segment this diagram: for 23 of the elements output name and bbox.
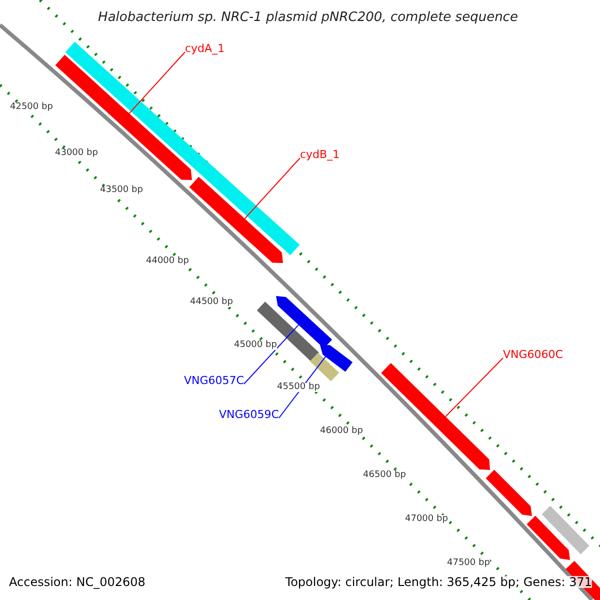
leader-line bbox=[278, 356, 326, 418]
tick-label: 43000 bp bbox=[55, 149, 98, 158]
gene-label: VNG6057C bbox=[184, 375, 244, 386]
gene-label: cydA_1 bbox=[185, 43, 225, 54]
leader-line bbox=[128, 52, 186, 114]
tick-label: 44500 bp bbox=[190, 298, 233, 307]
gene-bar bbox=[320, 345, 353, 372]
gene-label: VNG6060C bbox=[503, 349, 563, 360]
map-title: Halobacterium sp. NRC-1 plasmid pNRC200, complete sequence bbox=[97, 11, 519, 24]
tick-label: 46500 bp bbox=[363, 471, 406, 480]
accession-text: Accession: NC_002608 bbox=[9, 576, 146, 588]
tick-label: 47500 bp bbox=[447, 559, 490, 568]
leader-line bbox=[244, 158, 300, 220]
tick-label: 47000 bp bbox=[405, 515, 448, 524]
leader-line bbox=[243, 324, 299, 384]
leader-line bbox=[445, 358, 504, 418]
gene-bar bbox=[189, 176, 283, 263]
gene-label: VNG6059C bbox=[219, 409, 279, 420]
topology-text: Topology: circular; Length: 365,425 bp; Genes: 371 bbox=[285, 576, 592, 588]
gene-label: cydB_1 bbox=[300, 149, 340, 160]
tick-label: 45000 bp bbox=[234, 341, 277, 350]
gene-bar bbox=[55, 54, 192, 180]
gene-bar bbox=[381, 363, 490, 470]
